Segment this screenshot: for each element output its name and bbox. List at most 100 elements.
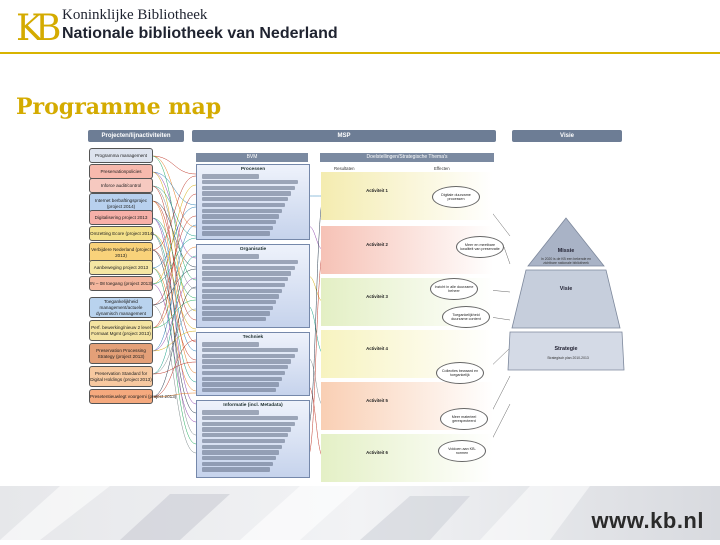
outcome-oval: Voldoen aan KB-normen — [438, 440, 486, 462]
bullet-line — [202, 450, 279, 455]
connector-line — [151, 249, 197, 361]
panel-techniek: Techniek — [196, 332, 310, 396]
footer-url[interactable]: www.kb.nl — [591, 508, 704, 533]
bullet-line — [202, 376, 283, 381]
outcome-oval: Meer en meetbare kwaliteit van preservat… — [456, 236, 504, 258]
connector-line — [151, 233, 197, 330]
bullet-line — [202, 202, 286, 208]
bullet-line — [202, 416, 298, 421]
programme-box: Presetentieuwlegt voorgemi (project 2013… — [89, 389, 176, 404]
panel-bullets — [197, 252, 309, 322]
footer-decoration — [0, 486, 720, 540]
programme-box: Preservation Standard for Digital Holdin… — [89, 366, 153, 387]
bullet-line — [202, 433, 289, 438]
panel-title: Organisatie — [239, 247, 267, 252]
connector-line — [151, 304, 197, 454]
bullet-line — [202, 455, 276, 461]
bullet-line — [202, 254, 260, 259]
bullet-line — [202, 282, 286, 288]
connector-line — [151, 339, 197, 398]
connector-line — [151, 217, 197, 299]
bullet-line — [202, 277, 289, 282]
bullet-line — [202, 359, 292, 364]
outcome-oval: Toegankelijkheid duurzame content — [442, 306, 490, 328]
activity-label: Activiteit 6 — [366, 450, 388, 455]
programme-box: Preservation Processing Strategy (projec… — [89, 343, 153, 364]
connector-line — [151, 233, 197, 383]
bullet-line — [202, 214, 279, 219]
connector-line — [151, 185, 197, 343]
connector-line — [151, 206, 197, 269]
bullet-line — [202, 387, 276, 393]
panel-title: Informatie (incl. Metadata) — [223, 403, 283, 408]
connector-lines — [151, 155, 511, 459]
bullet-line — [202, 288, 283, 293]
connector-line — [151, 217, 197, 405]
pyramid-visie: Visie — [559, 286, 573, 292]
connector-line — [489, 316, 511, 321]
strategie-text: Strategisch plan 2010-2013 — [547, 356, 589, 360]
connector-line — [151, 286, 197, 398]
bullet-line — [202, 294, 279, 299]
connector-line — [151, 193, 197, 329]
bullet-line — [202, 427, 292, 432]
header-divider — [0, 52, 720, 54]
column-header-projects: Projecten/lijnactiviteiten — [88, 130, 184, 142]
bullet-line — [202, 438, 286, 444]
activity-label: Activiteit 2 — [366, 242, 388, 247]
activity-label: Activiteit 5 — [366, 398, 388, 403]
bullet-line — [202, 174, 260, 179]
bullet-line — [202, 180, 298, 185]
panel-processen: Processen — [196, 164, 310, 240]
programme-box: Toegankelijkheid management/actuele dyna… — [89, 297, 153, 318]
vision-pyramid — [507, 217, 625, 371]
bullet-line — [202, 365, 289, 370]
outcome-oval: Inzicht in alle duurzame beheer — [430, 278, 478, 300]
bullet-line — [202, 191, 292, 196]
bullet-line — [202, 260, 298, 265]
connector-line — [151, 283, 197, 423]
missie-text: In 2020 is de KB een bekende en zichtbar… — [540, 257, 592, 265]
bullet-line — [202, 421, 295, 427]
outcome-oval: Meer materieel gerespecteerd — [440, 408, 488, 430]
logo-line-1: Koninklijke Bibliotheek — [62, 7, 208, 23]
connector-line — [151, 224, 197, 352]
bullet-line — [202, 311, 270, 316]
connector-line — [151, 184, 197, 285]
connector-line — [151, 217, 197, 352]
label-effecten: Effecten — [434, 166, 450, 171]
slide-title: Programme map — [16, 94, 222, 120]
bullet-line — [202, 265, 295, 271]
column-header-visie: Visie — [512, 130, 622, 142]
connector-line — [151, 171, 197, 206]
programme-box: Perf. bewerking/nieuw 2 level Formaat Mg… — [89, 320, 153, 341]
panel-bullets — [197, 340, 309, 393]
programme-box: Aanbeweging project 2013 — [89, 260, 153, 275]
svg-text:B: B — [35, 8, 61, 49]
connector-line — [151, 233, 197, 436]
connector-line — [151, 171, 197, 312]
programme-box: Preservationpolicies — [89, 164, 153, 179]
connector-line — [151, 171, 197, 259]
bullet-line — [202, 197, 289, 202]
bullet-line — [202, 382, 279, 387]
programme-map-diagram: Projecten/lijnactiviteiten MSP Visie BVM… — [84, 126, 625, 482]
logo-line-2: Nationale bibliotheek van Nederland — [62, 25, 338, 42]
bullet-line — [202, 444, 283, 449]
bullet-line — [202, 370, 286, 376]
connector-line — [503, 246, 511, 265]
panel-organisatie: Organisatie — [196, 244, 310, 328]
bullet-line — [202, 305, 273, 310]
bullet-line — [202, 208, 283, 213]
programme-box: IN – 08 toegang (project 2013) — [89, 276, 153, 291]
bullet-line — [202, 185, 295, 191]
bullet-line — [202, 467, 270, 472]
panel-title: Processen — [240, 167, 266, 172]
connector-line — [151, 155, 197, 175]
connector-line — [151, 267, 197, 445]
bullet-line — [202, 299, 276, 305]
bullet-line — [202, 353, 295, 359]
connector-line — [151, 185, 197, 237]
programme-box: Inforce audit/control — [89, 178, 153, 193]
pyramid-strategie: Strategie — [554, 346, 578, 352]
